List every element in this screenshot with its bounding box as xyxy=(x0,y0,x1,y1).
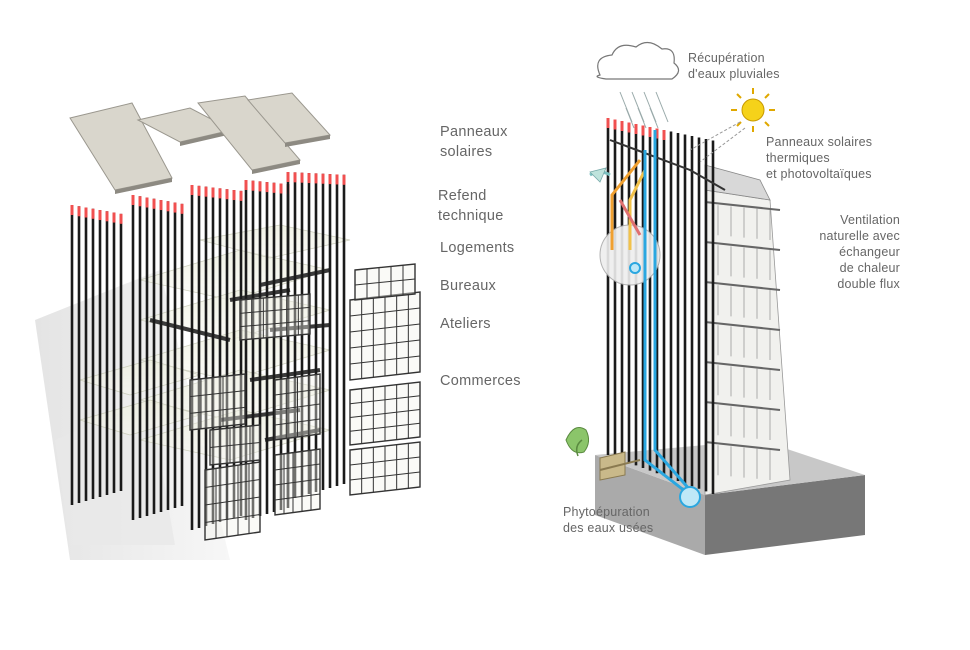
side-facade-floors xyxy=(704,201,781,480)
grid-transom xyxy=(349,355,421,365)
label-logements: Logements xyxy=(440,240,515,256)
label-panneaux-thermiques: Panneaux solaires thermiques et photovol… xyxy=(766,135,873,181)
base-block-side xyxy=(705,475,865,555)
sun-icon xyxy=(731,88,775,132)
sun-ray-arrows xyxy=(689,121,746,163)
label-panneaux-solaires: Panneaux solaires xyxy=(440,124,508,160)
window-grid xyxy=(274,373,321,441)
grid-transom xyxy=(349,395,421,405)
right-building xyxy=(565,41,865,555)
grid-transom xyxy=(204,514,261,523)
window-grid xyxy=(354,263,416,301)
grid-transom xyxy=(239,306,311,314)
floor-line xyxy=(704,281,781,291)
grid-transom xyxy=(274,463,321,471)
water-pipes xyxy=(643,130,692,497)
window-grid xyxy=(349,441,421,496)
grid-transom xyxy=(274,418,321,426)
left-exploded-building xyxy=(35,92,421,560)
grid-transom xyxy=(349,323,421,333)
label-commerces: Commerces xyxy=(440,373,521,389)
solar-panels xyxy=(69,92,331,194)
grid-transom xyxy=(274,403,321,411)
water-tank xyxy=(679,486,701,508)
grid-transom xyxy=(274,478,321,486)
grid-frame xyxy=(189,373,246,431)
window-grid xyxy=(274,448,321,516)
window-grid xyxy=(349,291,421,381)
floor-line xyxy=(704,201,781,211)
grid-transom xyxy=(349,422,421,432)
floor-line xyxy=(704,401,781,411)
front-facade-rods xyxy=(606,118,715,494)
ventilation-arrows xyxy=(589,159,647,250)
label-phytoepuration: Phytoépuration des eaux usées xyxy=(563,505,654,535)
pipe-to-plant xyxy=(599,459,641,471)
grid-transom xyxy=(189,406,246,414)
grid-transom xyxy=(349,456,421,466)
grid-transom xyxy=(349,339,421,349)
label-ateliers: Ateliers xyxy=(440,316,491,332)
grid-transom xyxy=(354,278,416,286)
label-bureaux: Bureaux xyxy=(440,278,497,294)
grid-transom xyxy=(204,479,261,488)
water-tank-small xyxy=(629,262,641,274)
grid-transom xyxy=(209,442,261,448)
label-recuperation-eaux: Récupération d'eaux pluviales xyxy=(688,51,780,81)
roof-line xyxy=(609,139,726,191)
base-block-front xyxy=(595,455,705,555)
plant-icon xyxy=(565,427,590,457)
label-ventilation: Ventilation naturelle avec échangeur de … xyxy=(819,213,900,291)
window-grid xyxy=(204,461,261,541)
grid-transom xyxy=(189,390,246,398)
floor-line xyxy=(704,321,781,331)
window-grid xyxy=(189,373,246,431)
grid-transom xyxy=(349,307,421,317)
grid-transom xyxy=(239,320,311,328)
floor-line xyxy=(704,361,781,371)
grid-transom xyxy=(349,409,421,418)
grid-transom xyxy=(274,493,321,501)
grid-transom xyxy=(349,471,421,481)
grid-transom xyxy=(274,388,321,396)
floor-line xyxy=(704,241,781,251)
label-refend-technique: Refend technique xyxy=(438,188,504,224)
air-intake-arrow xyxy=(589,167,607,183)
floor-line xyxy=(704,441,781,451)
facade-window-grids xyxy=(189,263,421,541)
window-grid xyxy=(239,293,311,341)
cloud-icon xyxy=(596,41,680,80)
window-grid xyxy=(349,381,421,446)
rain-drops xyxy=(619,91,669,129)
grid-transom xyxy=(204,496,261,506)
vertical-rods xyxy=(70,172,346,530)
window-grid xyxy=(209,424,261,466)
